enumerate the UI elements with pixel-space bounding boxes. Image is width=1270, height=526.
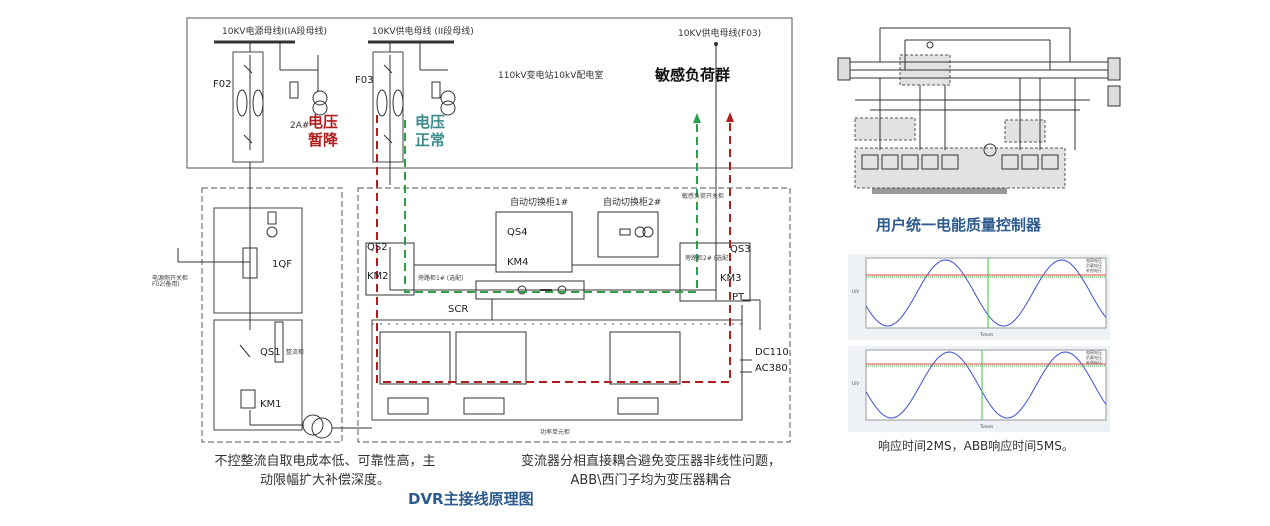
switch-qs2-label: QS2 xyxy=(367,242,388,253)
sensitive-load-label: 敏感负荷群 xyxy=(655,66,731,84)
pt-label: PT xyxy=(732,292,745,303)
left-caption: 不控整流自取电成本低、可靠性高，主动限幅扩大补偿深度。 xyxy=(214,454,436,488)
plot1-ylabel: U/V xyxy=(852,289,860,294)
plot1-xlabel: Time/s xyxy=(980,332,994,337)
switch-qs4-label: QS4 xyxy=(507,227,528,238)
voltage-normal-label: 电压正常 xyxy=(414,113,445,149)
voltage-sag-label: 电压暂降 xyxy=(307,113,338,149)
ac380-label: AC380 xyxy=(755,363,788,374)
contactor-km4-label: KM4 xyxy=(507,257,529,268)
dc110-label: DC110 xyxy=(755,347,789,358)
rectifier-label: 整流柜 xyxy=(286,349,305,356)
plot1-legend-1: 电网电压 xyxy=(1086,258,1102,263)
plot2-xlabel: Time/s xyxy=(980,424,994,429)
bus-f02-label: 10KV电源母线I(IA段母线) xyxy=(222,27,327,37)
bypass-2-label: 旁路柜2# (选配) xyxy=(685,255,731,262)
plot1-legend-2: 负载电压 xyxy=(1086,263,1102,268)
switch-qs3-label: QS3 xyxy=(730,244,751,255)
main-title: DVR主接线原理图 xyxy=(408,490,534,508)
feeder-f03-label: F03 xyxy=(355,75,374,86)
scr-label: SCR xyxy=(448,304,469,315)
controller-title: 用户统一电能质量控制器 xyxy=(876,216,1042,234)
auto-switch-2-label: 自动切换柜2# xyxy=(603,198,662,208)
right-vertical-label: 敏感负荷开关柜 xyxy=(682,193,725,200)
center-caption: 变流器分相直接耦合避免变压器非线性问题，ABB\西门子均为变压器耦合 xyxy=(520,454,781,488)
contactor-km2-label: KM2 xyxy=(367,271,389,282)
switch-qs1-label: QS1 xyxy=(260,347,281,358)
power-unit-label: 功率单元柜 xyxy=(540,429,571,436)
left-unit-label: 电源侧开关柜 F02(备用) xyxy=(152,275,189,288)
plot2-legend-3: 补偿电压 xyxy=(1086,360,1102,365)
transformer-2a-label: 2A# xyxy=(290,121,310,131)
bus-right-label: 10KV供电母线(F03) xyxy=(678,29,762,39)
plot2-legend-1: 电网电压 xyxy=(1086,350,1102,355)
substation-label: 110kV变电站10kV配电室 xyxy=(498,71,604,81)
contactor-km3-label: KM3 xyxy=(720,273,742,284)
bus-f03-label: 10KV供电母线 (II段母线) xyxy=(372,27,474,37)
plot2-legend-2: 负载电压 xyxy=(1086,355,1102,360)
plot1-legend-3: 补偿电压 xyxy=(1086,268,1102,273)
breaker-1qf-label: 1QF xyxy=(272,259,292,270)
plot2-ylabel: U/V xyxy=(852,381,860,386)
contactor-km1-label: KM1 xyxy=(260,399,282,410)
waveform-caption: 响应时间2MS，ABB响应时间5MS。 xyxy=(878,439,1074,453)
auto-switch-1-label: 自动切换柜1# xyxy=(510,198,569,208)
bypass-1-label: 旁路柜1# (选配) xyxy=(418,275,464,282)
feeder-f02-label: F02 xyxy=(213,79,232,90)
